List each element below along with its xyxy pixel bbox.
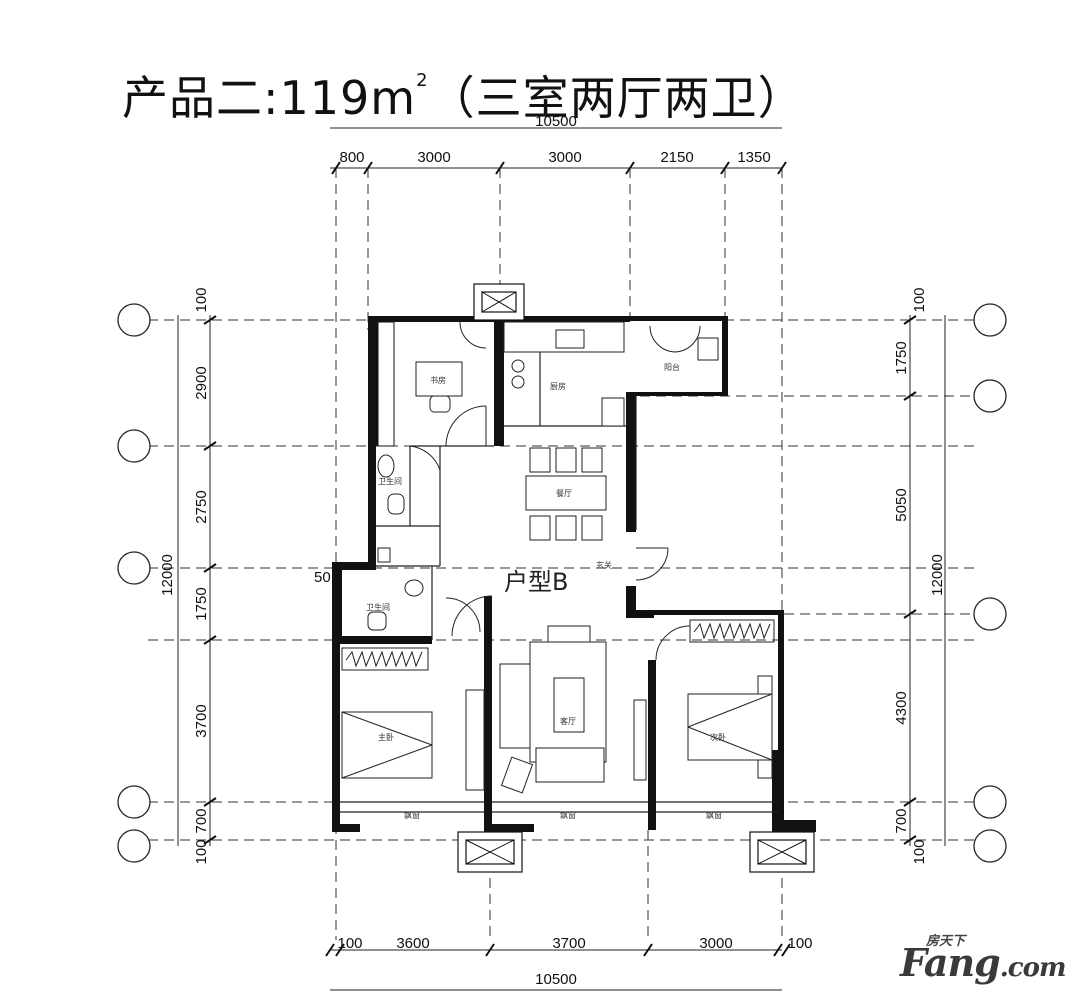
title-suffix: （三室两厅两卫）	[428, 71, 805, 125]
dim-left-5: 700	[193, 808, 210, 833]
label-bath-master: 卫生间	[366, 602, 390, 612]
label-balcony-1: 飘窗	[404, 810, 420, 820]
dim-left-4: 3700	[193, 704, 210, 737]
watermark-en-main: Fang	[900, 940, 1001, 985]
title-sup: 2	[416, 70, 429, 91]
dim-bottom-0: 100	[337, 935, 362, 952]
dim-bottom-2: 3700	[552, 935, 585, 952]
dim-right-0: 100	[911, 287, 928, 312]
furniture	[341, 321, 773, 794]
label-second-bedroom: 次卧	[710, 732, 726, 742]
dim-right-overall: 12000	[929, 554, 946, 596]
label-balcony-service: 阳台	[664, 362, 680, 372]
label-balcony-2: 飘窗	[560, 810, 576, 820]
axis-bubbles	[117, 303, 1007, 863]
dim-left-6: 100	[193, 839, 210, 864]
dim-top-0: 800	[339, 149, 364, 166]
plan-title: 产品二:119m2（三室两厅两卫）	[122, 62, 805, 128]
label-master-bedroom: 主卧	[378, 732, 394, 742]
watermark-en: Fang.com	[900, 940, 1067, 985]
dim-left-extra: 50	[314, 569, 331, 586]
dim-left-overall: 12000	[159, 554, 176, 596]
dim-left-0: 100	[193, 287, 210, 312]
dim-top-2: 3000	[548, 149, 581, 166]
label-entrance: 玄关	[596, 560, 612, 570]
label-kitchen: 厨房	[550, 381, 566, 391]
walls	[332, 316, 816, 832]
dim-right-5: 100	[911, 839, 928, 864]
wardrobes	[341, 619, 775, 671]
dim-right-2: 5050	[893, 488, 910, 521]
watermark: 房天下 Fang.com	[900, 930, 1070, 990]
doors	[409, 321, 701, 661]
dimension-lines	[177, 127, 946, 991]
label-living: 客厅	[560, 716, 576, 726]
dim-left-1: 2900	[193, 366, 210, 399]
title-main: 产品二:119m	[122, 71, 417, 125]
interior-lines	[340, 322, 778, 813]
watermark-cn: 房天下	[926, 934, 966, 949]
dimension-ticks	[203, 161, 917, 957]
label-dining: 餐厅	[556, 489, 572, 498]
dim-left-3: 1750	[193, 587, 210, 620]
label-bath-public: 卫生间	[378, 476, 402, 486]
dim-top-overall: 10500	[535, 113, 577, 130]
dim-right-1: 1750	[893, 341, 910, 374]
dim-bottom-overall: 10500	[535, 971, 577, 988]
dim-top-4: 1350	[737, 149, 770, 166]
dim-top-1: 3000	[417, 149, 450, 166]
window-crosses	[465, 291, 807, 865]
dim-right-3: 4300	[893, 691, 910, 724]
label-study: 书房	[430, 375, 446, 385]
axis-grid	[148, 168, 975, 940]
watermark-en-suffix: .com	[999, 953, 1067, 983]
dim-bottom-1: 3600	[396, 935, 429, 952]
dim-left-2: 2750	[193, 490, 210, 523]
dim-bottom-3: 3000	[699, 935, 732, 952]
unit-type-label: 户型B	[504, 568, 568, 596]
dim-right-4: 700	[893, 808, 910, 833]
dim-top-3: 2150	[660, 149, 693, 166]
dim-bottom-4: 100	[787, 935, 812, 952]
label-balcony-3: 飘窗	[706, 810, 722, 820]
